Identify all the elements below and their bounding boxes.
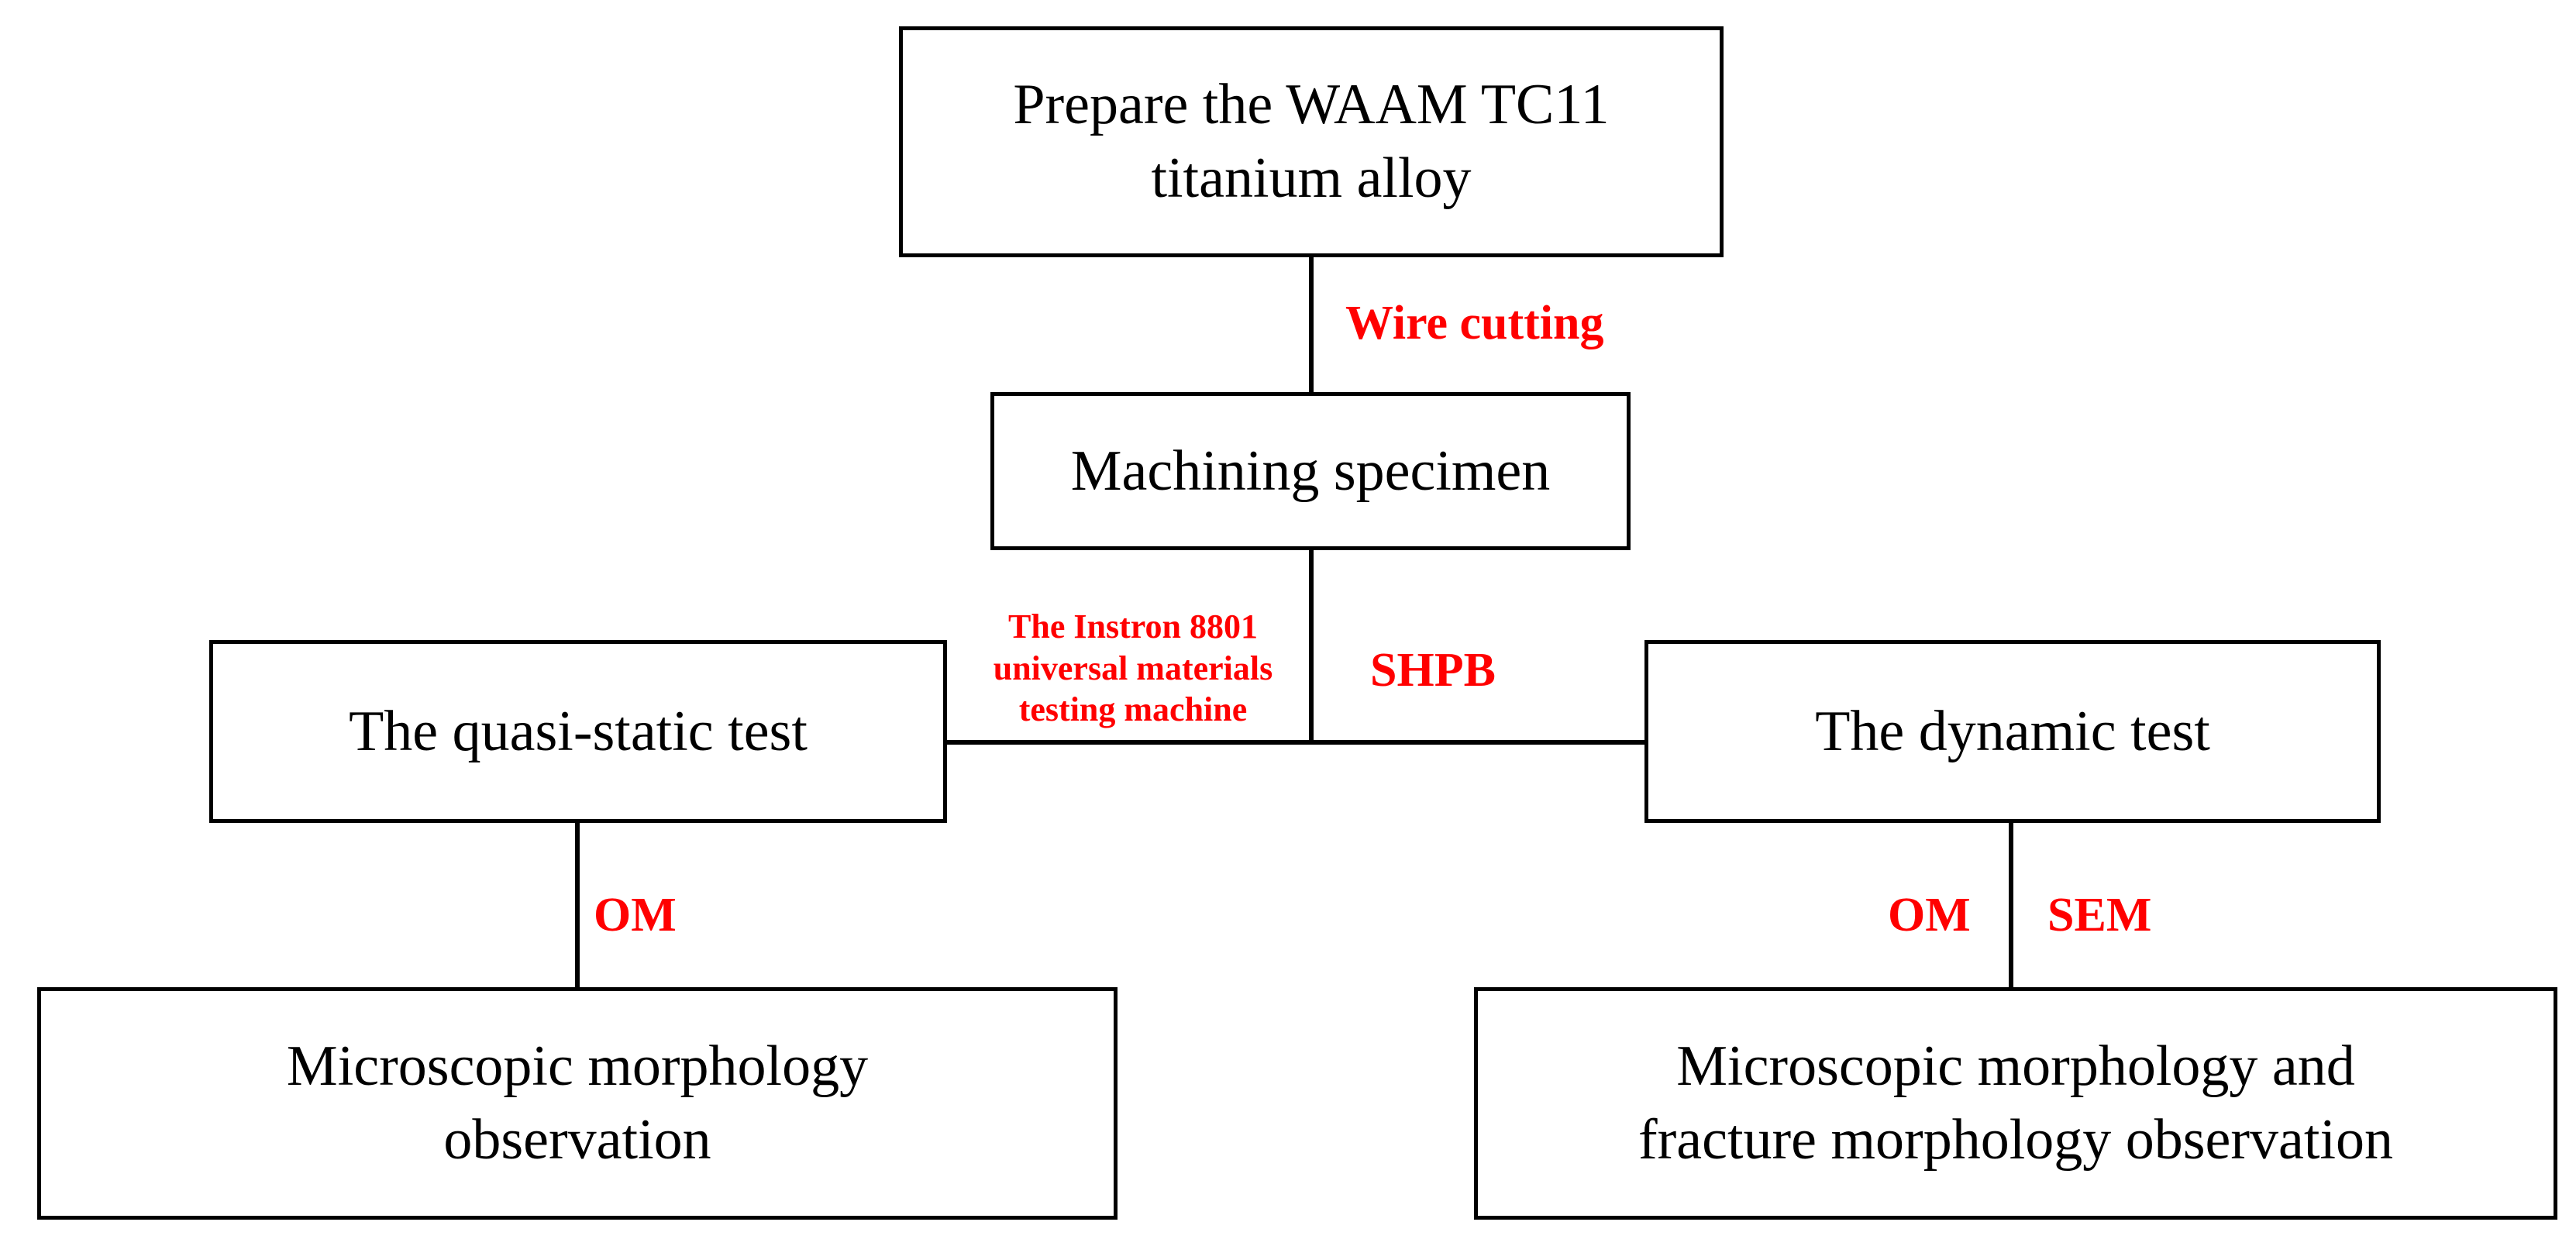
connector-quasi-static-to-micro (575, 820, 580, 989)
node-micro-observation-left-line-1: Microscopic morphology (286, 1034, 869, 1099)
node-micro-observation-left: Microscopic morphology observation (37, 987, 1118, 1220)
node-quasi-static-test-text: The quasi-static test (349, 699, 808, 763)
label-instron-machine: The Instron 8801 universal materials tes… (967, 606, 1299, 731)
connector-dynamic-to-micro (2009, 820, 2013, 989)
node-micro-observation-right-line-1: Microscopic morphology and (1676, 1034, 2355, 1099)
label-om-left: OM (594, 889, 677, 941)
node-micro-observation-right: Microscopic morphology and fracture morp… (1474, 987, 2557, 1220)
connector-machining-to-split (1309, 549, 1314, 744)
node-machining-specimen-text: Machining specimen (1070, 439, 1551, 503)
node-prepare-alloy-line-2: titanium alloy (1151, 146, 1472, 210)
label-om-right: OM (1888, 889, 1971, 941)
label-shpb: SHPB (1370, 644, 1496, 697)
node-machining-specimen: Machining specimen (990, 392, 1631, 550)
node-quasi-static-test: The quasi-static test (209, 640, 947, 823)
label-wire-cutting: Wire cutting (1345, 297, 1604, 349)
connector-prepare-to-machining (1309, 256, 1314, 394)
connector-horizontal-split (944, 740, 1648, 745)
label-sem: SEM (2047, 889, 2152, 941)
label-instron-line-3: testing machine (1018, 690, 1248, 729)
label-instron-line-2: universal materials (993, 649, 1273, 687)
node-prepare-alloy-line-1: Prepare the WAAM TC11 (1013, 73, 1610, 137)
label-instron-line-1: The Instron 8801 (1008, 608, 1258, 645)
node-dynamic-test-text: The dynamic test (1815, 699, 2210, 763)
node-dynamic-test: The dynamic test (1644, 640, 2381, 823)
node-micro-observation-left-line-2: observation (443, 1108, 711, 1172)
node-prepare-alloy: Prepare the WAAM TC11 titanium alloy (899, 26, 1724, 257)
node-micro-observation-right-line-2: fracture morphology observation (1638, 1108, 2394, 1172)
